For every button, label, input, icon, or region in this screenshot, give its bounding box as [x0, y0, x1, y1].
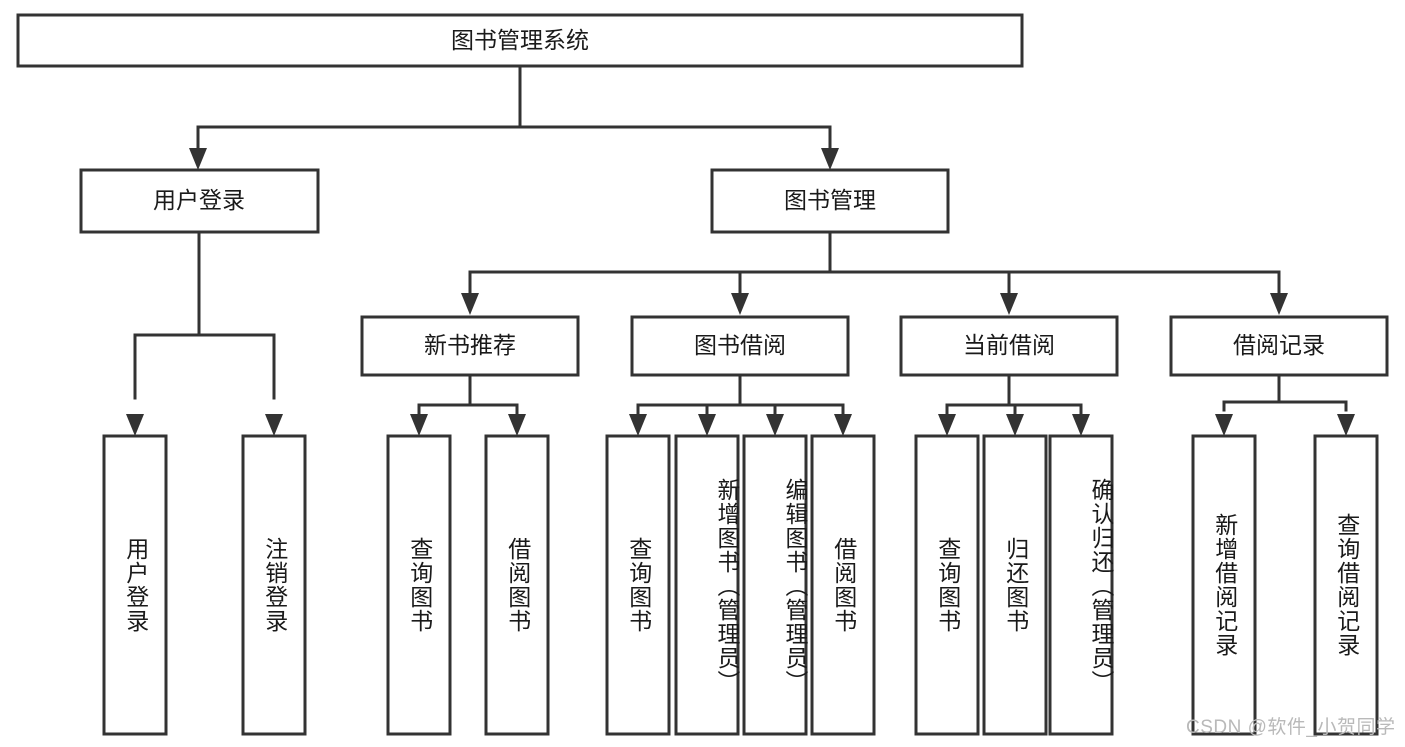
node-level2-book-management-label: 图书管理 [784, 187, 876, 213]
csdn-watermark: CSDN @软件_小贺同学 [1186, 717, 1396, 738]
connector-borrow-to-leaves [629, 373, 852, 436]
connector-new-book-to-leaves [410, 373, 526, 436]
node-level2-book-management[interactable] [710, 168, 950, 234]
node-leaf-1[interactable] [241, 434, 307, 736]
node-leaf-2[interactable] [386, 434, 452, 736]
node-level3-current-borrow[interactable] [899, 315, 1119, 377]
node-leaf-6[interactable] [742, 434, 808, 736]
connector-root-to-level2 [189, 64, 839, 170]
connector-book-mgmt-to-level3 [461, 230, 1288, 315]
node-leaf-11[interactable] [1191, 434, 1257, 736]
node-leaf-5[interactable] [674, 434, 740, 736]
node-level3-new-book[interactable] [360, 315, 580, 377]
node-leaf-8[interactable] [914, 434, 980, 736]
node-root-label: 图书管理系统 [451, 27, 589, 53]
node-level2-user-login-label: 用户登录 [153, 187, 245, 213]
node-level3-borrow-record-label: 借阅记录 [1233, 332, 1325, 358]
connector-user-login-to-leaves [126, 230, 283, 436]
node-level3-book-borrow-label: 图书借阅 [694, 332, 786, 358]
node-leaf-3[interactable] [484, 434, 550, 736]
node-leaf-4[interactable] [605, 434, 671, 736]
node-level3-book-borrow[interactable] [630, 315, 850, 377]
node-level3-current-borrow-label: 当前借阅 [963, 332, 1055, 358]
connector-current-borrow-to-leaves [938, 373, 1090, 436]
node-level3-new-book-label: 新书推荐 [424, 332, 516, 358]
node-leaf-9[interactable] [982, 434, 1048, 736]
node-level3-borrow-record[interactable] [1169, 315, 1389, 377]
connector-borrow-record-to-leaves [1215, 373, 1355, 436]
node-leaf-10[interactable] [1048, 434, 1114, 736]
node-leaf-7[interactable] [810, 434, 876, 736]
node-leaf-12[interactable] [1313, 434, 1379, 736]
node-root[interactable] [16, 13, 1024, 68]
node-level2-user-login[interactable] [79, 168, 320, 234]
node-leaf-0[interactable] [102, 434, 168, 736]
